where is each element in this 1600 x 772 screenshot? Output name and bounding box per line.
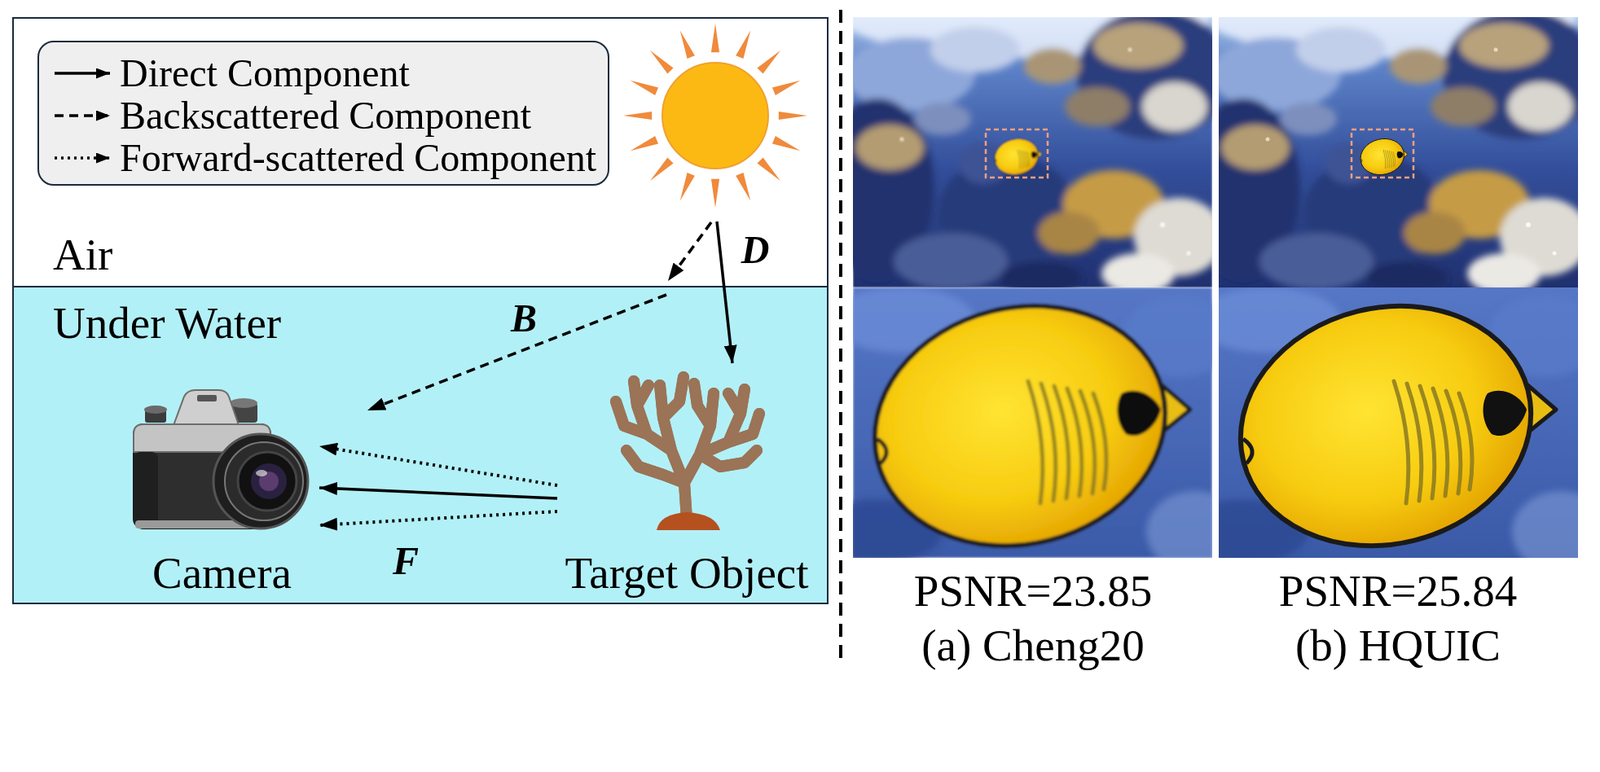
legend-text: Backscattered Component xyxy=(119,92,532,138)
sun-ray xyxy=(778,111,808,120)
sun-ray xyxy=(756,157,780,181)
sun-ray xyxy=(772,80,800,96)
sun-ray xyxy=(630,80,659,96)
direct-arrow xyxy=(716,221,733,364)
sun-ray xyxy=(735,30,751,59)
photo-a-zoom-part xyxy=(852,287,1192,559)
component-symbol: D xyxy=(741,227,770,273)
region-label: Under Water xyxy=(52,297,827,349)
metric-label: PSNR=25.84 xyxy=(1279,565,1517,617)
legend-row: Backscattered Component xyxy=(52,94,597,137)
coral-icon xyxy=(606,369,768,536)
photo-b-zoom-part xyxy=(1218,287,1579,559)
sun-ray xyxy=(756,50,780,74)
sun xyxy=(662,62,769,169)
photo-a-zoom xyxy=(852,287,1213,559)
forward-scatter-connector xyxy=(319,446,558,486)
sun-ray xyxy=(630,136,659,151)
photo-a-zoom-part xyxy=(852,287,1213,559)
legend-line xyxy=(54,156,110,160)
sun-ray xyxy=(680,30,695,59)
photo-b-full-part xyxy=(1218,17,1579,288)
photo-a-full-part xyxy=(852,17,1213,288)
object-label: Target Object xyxy=(564,547,809,599)
camera-node: Camera xyxy=(126,378,318,599)
sun-ray xyxy=(711,179,720,208)
legend-line xyxy=(54,71,110,75)
separator-line xyxy=(839,9,843,659)
legend-row: Direct Component xyxy=(52,52,597,95)
sun-ray xyxy=(711,23,720,53)
photo-a-zoom-part xyxy=(852,287,1213,559)
backscatter-arrow xyxy=(367,294,667,411)
camera-icon xyxy=(133,390,308,529)
legend-sample xyxy=(52,149,112,168)
legend-line xyxy=(54,114,110,118)
legend-sample xyxy=(52,106,112,125)
sun-ray xyxy=(650,50,673,74)
backscatter-arrow xyxy=(668,222,712,282)
sun-ray xyxy=(680,172,695,201)
photo-b-full-part xyxy=(1218,17,1579,288)
photo-b-full-part xyxy=(1356,134,1408,180)
direct-connector xyxy=(319,487,558,499)
legend-text: Direct Component xyxy=(119,50,410,96)
photo-b-zoom xyxy=(1218,287,1579,559)
sun-ray xyxy=(623,111,652,120)
legend-box: Direct ComponentBackscattered ComponentF… xyxy=(37,40,610,186)
target-node: Target Object xyxy=(557,366,817,599)
legend-text: Forward-scattered Component xyxy=(119,135,597,181)
legend-sample xyxy=(52,64,112,83)
forward-scatter-connector xyxy=(319,511,558,526)
sun-ray xyxy=(735,172,751,201)
region-label: Air xyxy=(52,228,827,281)
camera-icon xyxy=(130,385,312,539)
component-symbol: F xyxy=(392,538,419,584)
sun-ray xyxy=(772,136,800,151)
zoom-box xyxy=(985,129,1048,178)
caption-label: (a) Cheng20 xyxy=(921,619,1144,672)
photo-b-full xyxy=(1218,17,1579,288)
legend-row: Forward-scattered Component xyxy=(52,136,597,180)
sun-rays xyxy=(623,23,808,208)
photo-a-full-part xyxy=(990,134,1042,180)
photo-a-full-part xyxy=(852,17,1213,288)
sun-ray xyxy=(650,157,673,181)
object-label: Camera xyxy=(152,547,292,599)
water-region: Under WaterCamera Target Object xyxy=(12,285,829,605)
coral-icon xyxy=(615,377,760,531)
metric-label: PSNR=23.85 xyxy=(914,565,1152,617)
zoom-box xyxy=(1351,129,1414,178)
caption-label: (b) HQUIC xyxy=(1295,619,1501,672)
component-symbol: B xyxy=(510,295,537,341)
photo-b-zoom-part xyxy=(1218,287,1557,559)
photo-a-full xyxy=(852,17,1213,288)
